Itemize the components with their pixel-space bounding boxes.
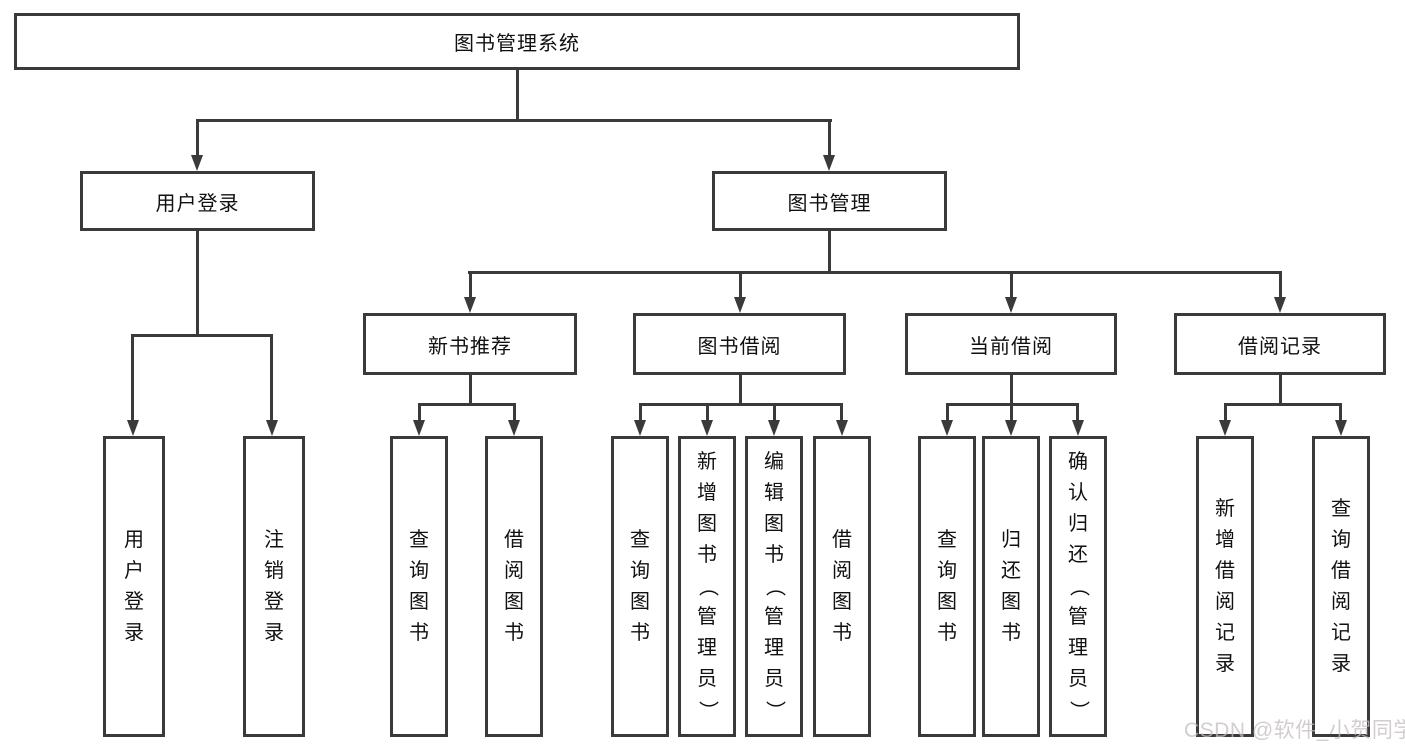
connector-line — [739, 375, 742, 406]
leaf-confirm-return-admin: 确认归还（管理员） — [1049, 436, 1107, 737]
connector-line — [513, 403, 516, 422]
connector-line — [131, 334, 273, 337]
arrow-down-icon — [464, 297, 476, 313]
csdn-watermark: CSDN @软件_小贺同学 — [1184, 719, 1405, 742]
node-root: 图书管理系统 — [14, 13, 1020, 70]
arrow-down-icon — [413, 420, 425, 436]
node-book-management: 图书管理 — [712, 171, 947, 231]
leaf-borrow-books: 借阅图书 — [813, 436, 871, 737]
leaf-query-books-current: 查询图书 — [918, 436, 976, 737]
leaf-query-borrow-record: 查询借阅记录 — [1312, 436, 1370, 737]
connector-line — [1279, 375, 1282, 406]
node-new-book-recommend: 新书推荐 — [363, 313, 577, 375]
leaf-add-borrow-record: 新增借阅记录 — [1196, 436, 1254, 737]
leaf-user-login: 用户登录 — [103, 436, 165, 737]
arrow-down-icon — [823, 155, 835, 171]
arrow-down-icon — [941, 420, 953, 436]
connector-line — [131, 334, 134, 422]
connector-line — [468, 271, 1282, 274]
leaf-add-books-admin: 新增图书（管理员） — [678, 436, 736, 737]
arrow-down-icon — [191, 155, 203, 171]
connector-line — [739, 271, 742, 299]
connector-line — [1339, 403, 1342, 422]
connector-line — [418, 403, 421, 422]
leaf-query-books-recommend: 查询图书 — [390, 436, 448, 737]
connector-line — [840, 403, 843, 422]
node-current-borrow: 当前借阅 — [905, 313, 1117, 375]
arrow-down-icon — [1072, 420, 1084, 436]
connector-line — [1010, 375, 1013, 406]
arrow-down-icon — [1219, 420, 1231, 436]
leaf-borrow-books-recommend: 借阅图书 — [485, 436, 543, 737]
leaf-edit-books-admin: 编辑图书（管理员） — [745, 436, 803, 737]
arrow-down-icon — [701, 420, 713, 436]
connector-line — [196, 231, 199, 337]
node-book-borrow: 图书借阅 — [633, 313, 846, 375]
connector-line — [196, 119, 832, 122]
connector-line — [418, 403, 516, 406]
leaf-logout: 注销登录 — [243, 436, 305, 737]
connector-line — [196, 119, 199, 157]
arrow-down-icon — [634, 420, 646, 436]
arrow-down-icon — [1335, 420, 1347, 436]
leaf-return-books: 归还图书 — [982, 436, 1040, 737]
connector-line — [1224, 403, 1342, 406]
connector-line — [1010, 403, 1013, 422]
connector-line — [1076, 403, 1079, 422]
node-borrow-record: 借阅记录 — [1174, 313, 1386, 375]
connector-line — [270, 334, 273, 422]
connector-line — [828, 231, 831, 273]
connector-line — [516, 70, 519, 121]
arrow-down-icon — [734, 297, 746, 313]
connector-line — [639, 403, 642, 422]
connector-line — [1279, 271, 1282, 299]
leaf-query-books-borrow: 查询图书 — [611, 436, 669, 737]
connector-line — [469, 375, 472, 406]
arrow-down-icon — [1005, 420, 1017, 436]
arrow-down-icon — [508, 420, 520, 436]
arrow-down-icon — [266, 420, 278, 436]
arrow-down-icon — [768, 420, 780, 436]
connector-line — [773, 403, 776, 422]
node-user-login: 用户登录 — [80, 171, 315, 231]
connector-line — [828, 119, 831, 157]
connector-line — [706, 403, 709, 422]
arrow-down-icon — [1274, 297, 1286, 313]
connector-line — [469, 271, 472, 299]
connector-line — [1010, 271, 1013, 299]
connector-line — [946, 403, 949, 422]
connector-line — [1224, 403, 1227, 422]
arrow-down-icon — [836, 420, 848, 436]
arrow-down-icon — [1005, 297, 1017, 313]
connector-line — [639, 403, 843, 406]
arrow-down-icon — [127, 420, 139, 436]
